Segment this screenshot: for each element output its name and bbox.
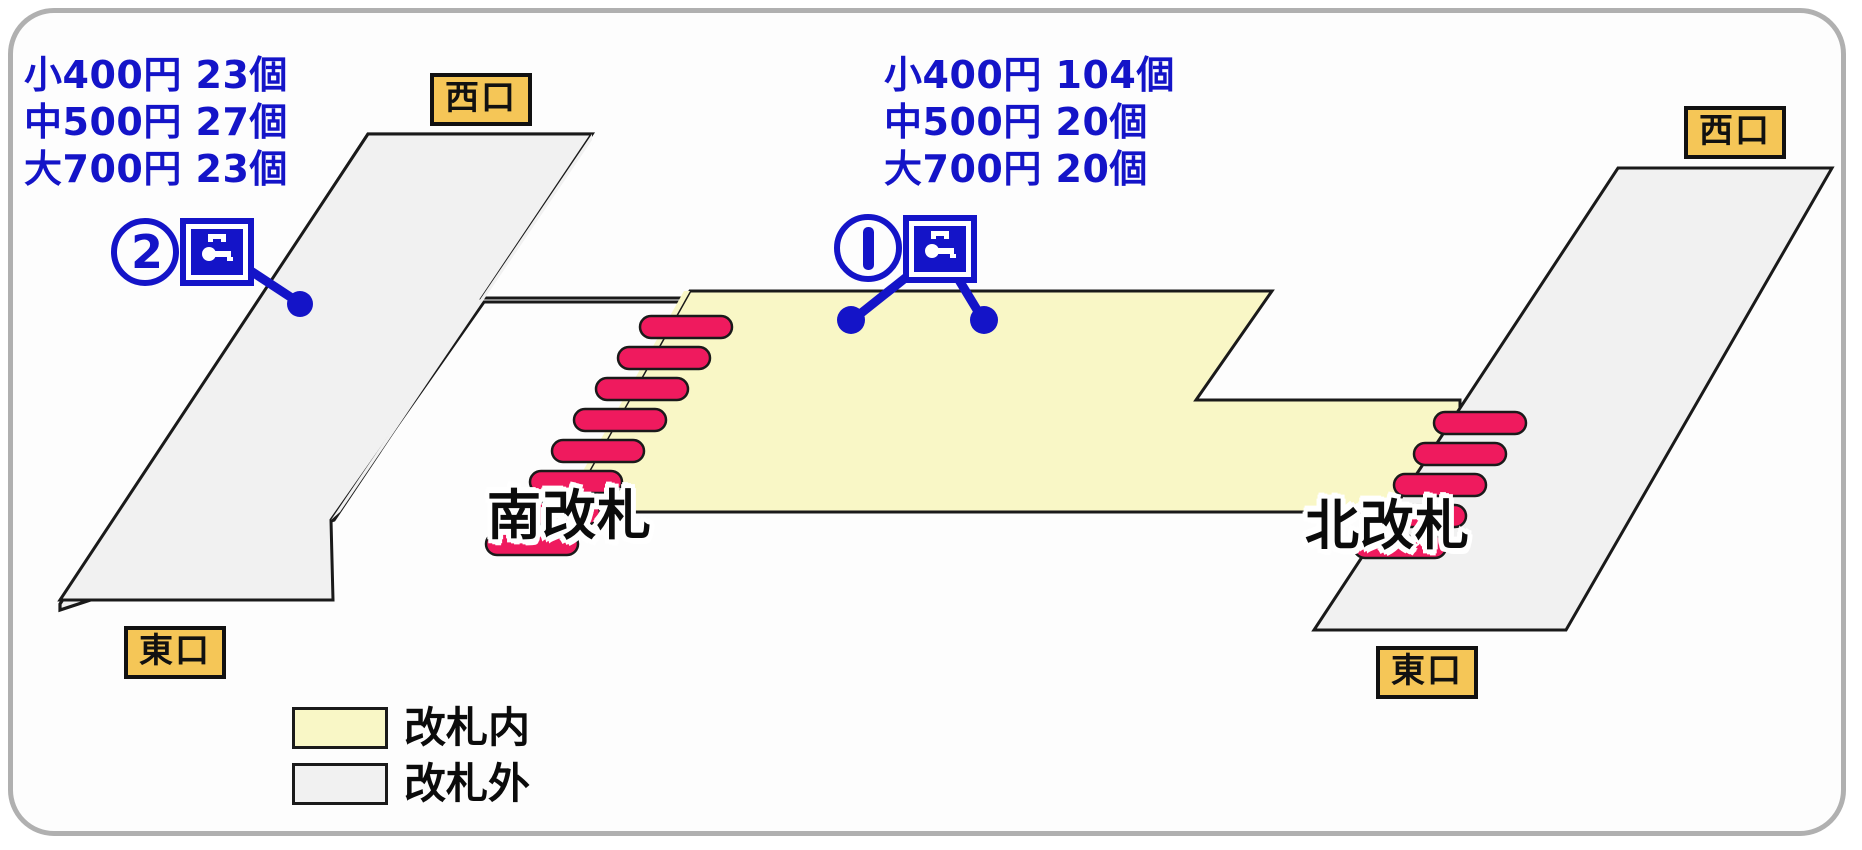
locker-2-marker-ring bbox=[111, 218, 179, 286]
gate-bars-north bbox=[1352, 410, 1528, 560]
gate-bars-south bbox=[484, 314, 734, 557]
locker-1-marker-ring bbox=[834, 214, 902, 282]
outside-gate-area-left-tail bbox=[331, 134, 592, 520]
locker-1-marker-bar bbox=[863, 227, 874, 270]
coin-locker-icon-2[interactable] bbox=[180, 218, 254, 286]
locker-2-marker-stroke bbox=[139, 231, 150, 274]
coin-locker-icon-1[interactable] bbox=[903, 215, 977, 283]
